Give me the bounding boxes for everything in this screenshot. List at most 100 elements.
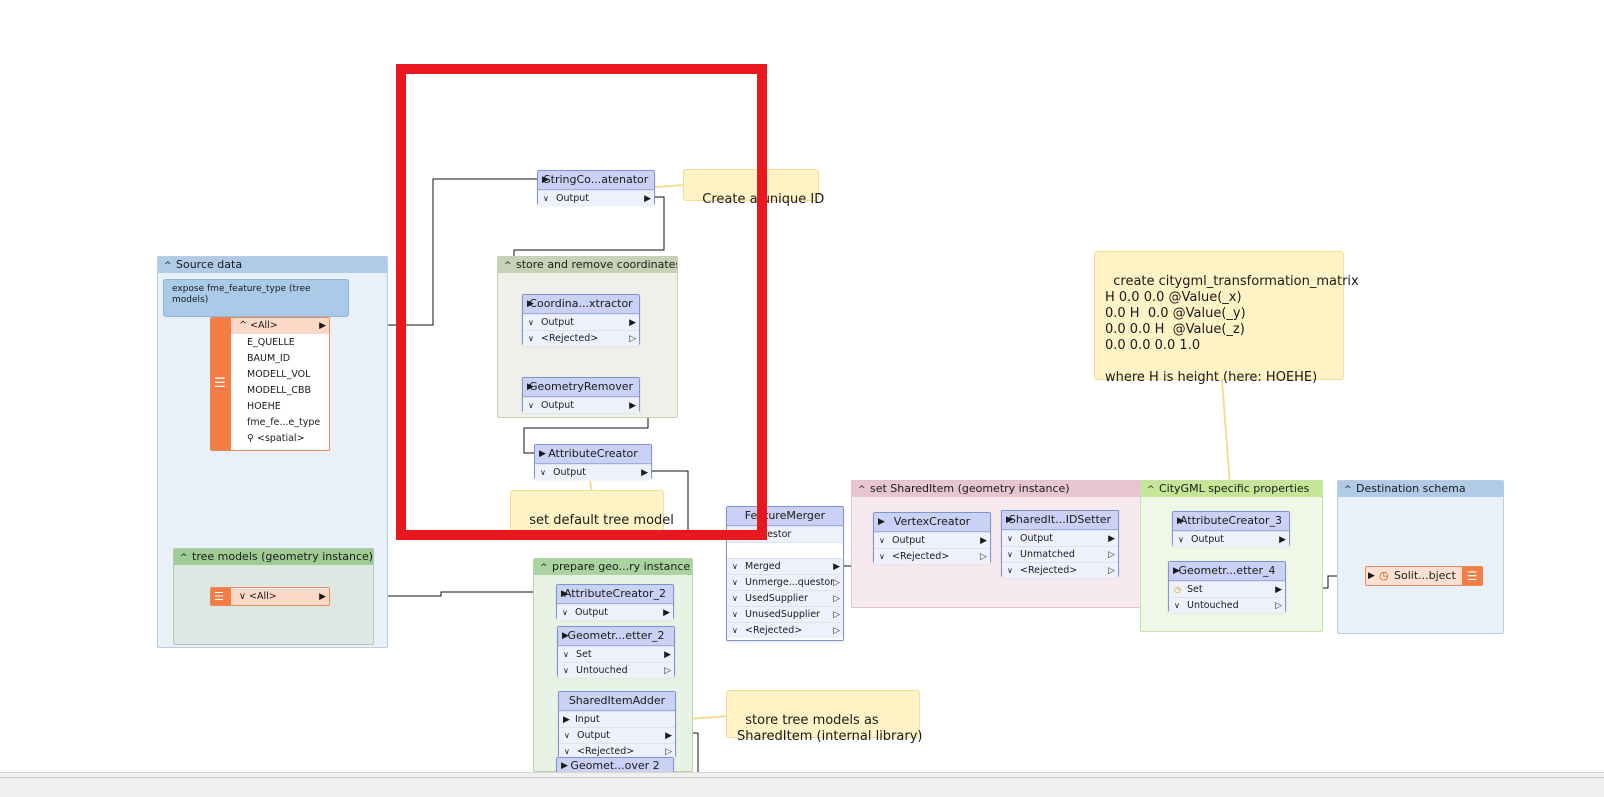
- transformer-attributecreator[interactable]: ▶AttributeCreator ∨Output▶: [534, 444, 652, 480]
- output-port[interactable]: ∨Output▶: [557, 604, 673, 620]
- rejected-port[interactable]: ∨<Rejected>▷: [874, 548, 990, 564]
- note-unique-id[interactable]: Create a unique ID: [683, 169, 824, 207]
- input-arrow-icon[interactable]: ▶: [563, 715, 570, 725]
- chevron-down-icon[interactable]: ∨: [563, 666, 569, 675]
- output-hollow-arrow-icon[interactable]: ▷: [664, 666, 671, 676]
- output-port[interactable]: ∨Output▶: [523, 397, 639, 413]
- transformer-attributecreator-3[interactable]: ▶AttributeCreator_3 ∨Output▶: [1172, 511, 1290, 547]
- transformer-title[interactable]: ▶Geometr...etter_4: [1169, 562, 1285, 581]
- chevron-down-icon[interactable]: ∨: [528, 401, 534, 410]
- input-arrow-icon[interactable]: ▶: [561, 761, 568, 771]
- transformer-geometryremover-2[interactable]: ▶Geomet...over 2: [556, 757, 674, 775]
- collapse-caret-icon[interactable]: ^: [1147, 485, 1155, 495]
- bookmark-destination[interactable]: ^Destination schema: [1337, 480, 1504, 634]
- bookmark-header[interactable]: ^set SharedItem (geometry instance): [852, 481, 1145, 497]
- transformer-title[interactable]: ▶AttributeCreator: [535, 445, 651, 464]
- transformer-vertexcreator[interactable]: ▶VertexCreator ∨Output▶ ∨<Rejected>▷: [873, 512, 991, 564]
- transformer-shareditemadder[interactable]: SharedItemAdder ▶Input ∨Output▶ ∨<Reject…: [558, 691, 676, 759]
- rejected-port[interactable]: ∨<Rejected>▷: [1002, 562, 1118, 578]
- output-arrow-icon[interactable]: ▶: [663, 608, 670, 618]
- chevron-down-icon[interactable]: ∨: [540, 468, 546, 477]
- output-arrow-icon[interactable]: ▶: [644, 194, 651, 204]
- chevron-down-icon[interactable]: ∨: [563, 650, 569, 659]
- output-port[interactable]: ∨Output▶: [1002, 530, 1118, 546]
- output-arrow-icon[interactable]: ▶: [1279, 535, 1286, 545]
- output-arrow-icon[interactable]: ▶: [665, 731, 672, 741]
- feature-type-tree-models[interactable]: ☰ ∨ <All>▶: [210, 587, 330, 606]
- collapse-caret-icon[interactable]: ^: [504, 261, 512, 271]
- input-port[interactable]: ▶Input: [559, 711, 675, 727]
- transformer-featuremerger[interactable]: FeatureMerger ▶Requestor ∨Merged▶ ∨Unmer…: [726, 506, 844, 641]
- output-hollow-arrow-icon[interactable]: ▷: [980, 552, 987, 562]
- transformer-title[interactable]: ▶SharedIt...IDSetter: [1002, 511, 1118, 530]
- bookmark-header[interactable]: ^Destination schema: [1338, 481, 1503, 497]
- collapse-caret-icon[interactable]: ^: [1344, 485, 1352, 495]
- transformer-stringconcatenator[interactable]: ▶StringCo...atenator ∨Output▶: [537, 170, 655, 206]
- note-expose-feature-type[interactable]: expose fme_feature_type (tree models): [163, 279, 349, 317]
- output-port[interactable]: ∨Output▶: [1173, 531, 1289, 547]
- output-hollow-arrow-icon[interactable]: ▷: [833, 610, 840, 620]
- chevron-down-icon[interactable]: ∨: [528, 318, 534, 327]
- rejected-port[interactable]: ∨<Rejected>▷: [559, 743, 675, 759]
- bookmark-header[interactable]: ^tree models (geometry instance): [174, 549, 373, 565]
- chevron-down-icon[interactable]: ∨: [1178, 535, 1184, 544]
- chevron-down-icon[interactable]: ∨: [528, 334, 534, 343]
- output-arrow-icon[interactable]: ▶: [833, 562, 840, 572]
- input-arrow-icon[interactable]: ▶: [539, 449, 546, 459]
- input-arrow-icon[interactable]: ▶: [561, 589, 568, 599]
- feature-type-source[interactable]: ☰ ^ <All>▶ E_QUELLE BAUM_ID MODELL_VOL M…: [210, 317, 330, 451]
- transformer-title[interactable]: ▶VertexCreator: [874, 513, 990, 532]
- input-arrow-icon[interactable]: ▶: [1006, 515, 1013, 525]
- chevron-down-icon[interactable]: ∨: [1007, 534, 1013, 543]
- transformer-title[interactable]: ▶Geometr...etter_2: [558, 627, 674, 646]
- output-arrow-icon[interactable]: ▶: [1275, 585, 1282, 595]
- input-arrow-icon[interactable]: ▶: [542, 175, 549, 185]
- unmerged-port[interactable]: ∨Unmerge...questor▷: [727, 574, 843, 590]
- reader-all-port[interactable]: ∨ <All>▶: [231, 589, 329, 605]
- transformer-attributecreator-2[interactable]: ▶AttributeCreator_2 ∨Output▶: [556, 584, 674, 620]
- output-hollow-arrow-icon[interactable]: ▷: [1108, 566, 1115, 576]
- chevron-down-icon[interactable]: ∨: [1007, 550, 1013, 559]
- output-arrow-icon[interactable]: ▶: [319, 321, 326, 331]
- input-arrow-icon[interactable]: ▶: [527, 299, 534, 309]
- chevron-down-icon[interactable]: ∨: [564, 747, 570, 756]
- chevron-down-icon[interactable]: ∨: [732, 610, 738, 619]
- chevron-down-icon[interactable]: ∨: [879, 552, 885, 561]
- chevron-down-icon[interactable]: ∨: [732, 578, 738, 587]
- bookmark-header[interactable]: ^CityGML specific properties: [1141, 481, 1322, 497]
- set-port[interactable]: ∨Set▶: [558, 646, 674, 662]
- input-arrow-icon[interactable]: ▶: [527, 382, 534, 392]
- bookmark-header[interactable]: ^Source data: [158, 257, 387, 273]
- output-arrow-icon[interactable]: ▶: [319, 592, 326, 602]
- transformer-title[interactable]: ▶AttributeCreator_3: [1173, 512, 1289, 531]
- chevron-down-icon[interactable]: ∨: [732, 594, 738, 603]
- output-hollow-arrow-icon[interactable]: ▷: [833, 626, 840, 636]
- writer-feature-type[interactable]: ▶ ◷ Solit...bject ☰: [1365, 566, 1483, 586]
- output-hollow-arrow-icon[interactable]: ▷: [833, 578, 840, 588]
- output-arrow-icon[interactable]: ▶: [664, 650, 671, 660]
- transformer-title[interactable]: ▶StringCo...atenator: [538, 171, 654, 190]
- bookmark-header[interactable]: ^prepare geo...ry instance: [534, 559, 692, 575]
- used-supplier-port[interactable]: ∨UsedSupplier▷: [727, 590, 843, 606]
- output-port[interactable]: ∨Output▶: [535, 464, 651, 480]
- output-arrow-icon[interactable]: ▶: [629, 318, 636, 328]
- rejected-port[interactable]: ∨<Rejected>▷: [523, 330, 639, 346]
- transformer-geometrysetter-4[interactable]: ▶Geometr...etter_4 ◷Set▶ ∨Untouched▷: [1168, 561, 1286, 613]
- rejected-port[interactable]: ∨<Rejected>▷: [727, 622, 843, 638]
- collapse-caret-icon[interactable]: ^: [180, 553, 188, 563]
- transformer-shareditemidsetter[interactable]: ▶SharedIt...IDSetter ∨Output▶ ∨Unmatched…: [1001, 510, 1119, 578]
- chevron-down-icon[interactable]: ∨: [732, 562, 738, 571]
- transformer-geometrysetter-2[interactable]: ▶Geometr...etter_2 ∨Set▶ ∨Untouched▷: [557, 626, 675, 678]
- transformer-title[interactable]: SharedItemAdder: [559, 692, 675, 711]
- unused-supplier-port[interactable]: ∨UnusedSupplier▷: [727, 606, 843, 622]
- note-citygml-matrix[interactable]: create citygml_transformation_matrix H 0…: [1094, 251, 1359, 385]
- merged-port[interactable]: ∨Merged▶: [727, 558, 843, 574]
- collapse-caret-icon[interactable]: ^: [164, 261, 172, 271]
- set-port[interactable]: ◷Set▶: [1169, 581, 1285, 597]
- transformer-title[interactable]: ▶GeometryRemover: [523, 378, 639, 397]
- collapse-caret-icon[interactable]: ^: [858, 485, 866, 495]
- chevron-down-icon[interactable]: ∨: [564, 731, 570, 740]
- chevron-down-icon[interactable]: ∨: [239, 591, 249, 602]
- output-arrow-icon[interactable]: ▶: [980, 536, 987, 546]
- reader-all-port[interactable]: ^ <All>▶: [231, 318, 329, 334]
